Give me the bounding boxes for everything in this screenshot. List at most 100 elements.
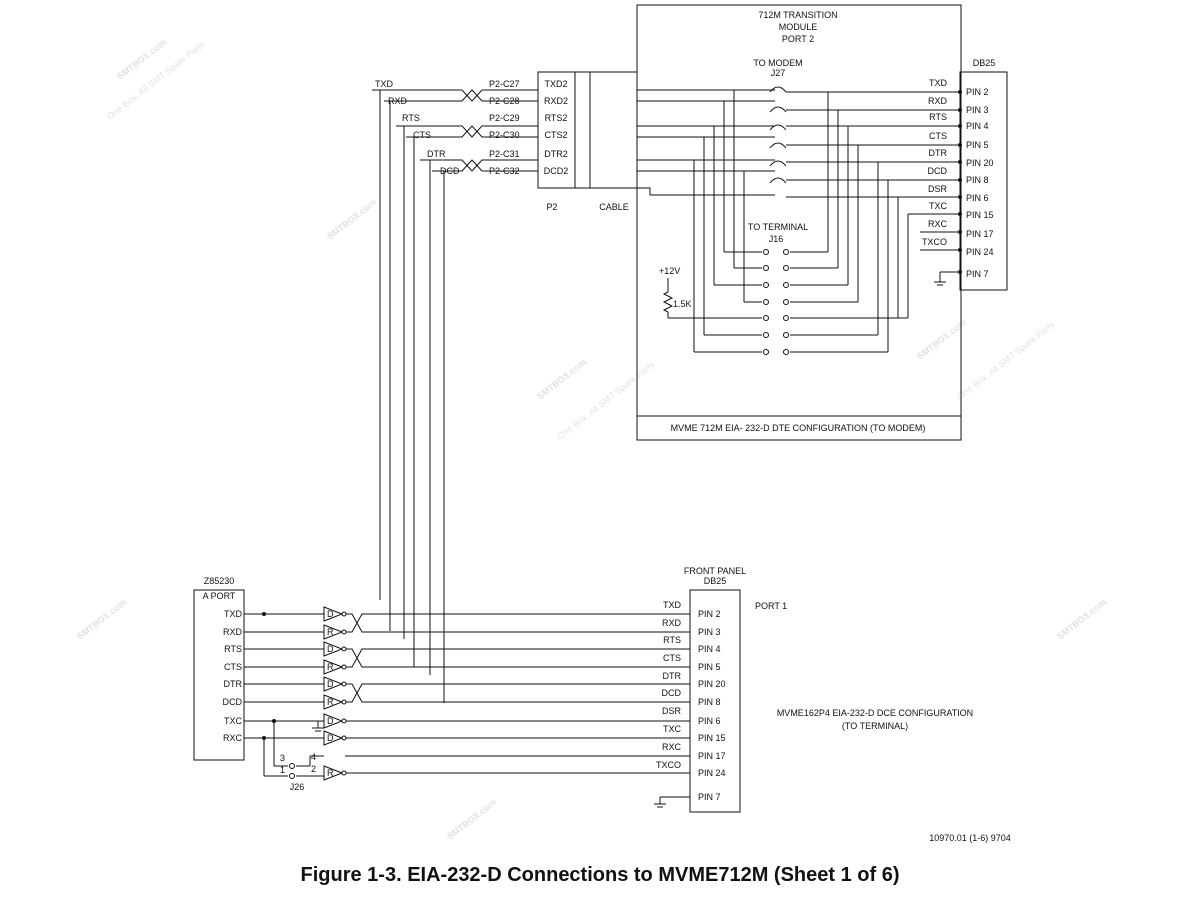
watermark-text: SMTBOX.com — [1055, 597, 1108, 642]
line-driver: R — [323, 694, 347, 710]
cable-block — [589, 71, 638, 189]
zport-signal: DCD — [223, 697, 243, 707]
p2-box-signal: DCD2 — [544, 166, 569, 176]
zport-signal: CTS — [224, 662, 242, 672]
v12-label: +12V — [659, 266, 680, 276]
driver-letter: R — [327, 662, 334, 672]
zport-signal: RXD — [223, 627, 243, 637]
zport-chip-label: Z85230 — [204, 576, 235, 586]
front-panel-title-2: DB25 — [704, 576, 727, 586]
watermark-text: SMTBOX.com — [915, 317, 968, 362]
front-panel-pin: PIN 6 — [698, 716, 721, 726]
front-panel-signal: RXD — [662, 618, 682, 628]
driver-letter: R — [327, 768, 334, 778]
p2-pin: P2-C29 — [489, 113, 520, 123]
j26-pin-1: 1 — [280, 765, 285, 775]
db25-top-pin: PIN 20 — [966, 158, 994, 168]
db25-top-pin: PIN 4 — [966, 121, 989, 131]
front-panel-pin: PIN 7 — [698, 792, 721, 802]
p2-left-signal: DCD — [440, 166, 460, 176]
driver-letter: D — [327, 733, 334, 743]
front-panel-title-1: FRONT PANEL — [684, 566, 746, 576]
driver-letter: R — [327, 697, 334, 707]
front-panel-signal: CTS — [663, 653, 681, 663]
front-panel-pin: PIN 5 — [698, 662, 721, 672]
db25-front-box — [689, 589, 741, 813]
zport-signal: TXC — [224, 716, 243, 726]
zport-title: A PORT — [203, 591, 236, 601]
db25-top-pin: PIN 3 — [966, 105, 989, 115]
resistor-label: 1.5K — [673, 299, 692, 309]
front-panel-pin: PIN 17 — [698, 751, 726, 761]
driver-letter: D — [327, 679, 334, 689]
module-title-3: PORT 2 — [782, 34, 814, 44]
db25-top-pin: PIN 2 — [966, 87, 989, 97]
front-panel-pin: PIN 20 — [698, 679, 726, 689]
front-panel-pin: PIN 3 — [698, 627, 721, 637]
transition-module-box — [636, 4, 962, 441]
watermark-tagline: One Box, All SMT Spare Parts — [955, 319, 1057, 402]
p2-left-signal: TXD — [375, 79, 394, 89]
db25-top-signal: TXC — [929, 201, 948, 211]
jumper-contacts — [289, 249, 789, 779]
line-driver: D — [323, 606, 347, 622]
j26-pin-3: 3 — [280, 753, 285, 763]
p2-box-signal: RXD2 — [544, 96, 568, 106]
p2-left-signal: RXD — [388, 96, 408, 106]
db25-top-pin: PIN 15 — [966, 210, 994, 220]
front-panel-signal: RXC — [662, 742, 682, 752]
p2-box-signal: DTR2 — [544, 149, 568, 159]
line-driver: R — [323, 659, 347, 675]
cable-label: CABLE — [599, 202, 629, 212]
db25-top-pin: PIN 24 — [966, 247, 994, 257]
j26-pin-4: 4 — [311, 752, 316, 762]
line-driver: D — [323, 641, 347, 657]
p2-box-signal: CTS2 — [544, 130, 567, 140]
module-title-1: 712M TRANSITION — [758, 10, 837, 20]
line-driver: D — [323, 713, 347, 729]
db25-top-signal: TXCO — [922, 237, 947, 247]
document-number: 10970.01 (1-6) 9704 — [929, 833, 1011, 843]
db25-top-signal: CTS — [929, 131, 947, 141]
figure-caption: Figure 1-3. EIA-232-D Connections to MVM… — [300, 864, 900, 886]
front-panel-signal: DTR — [663, 671, 682, 681]
db25-top-pin: PIN 7 — [966, 269, 989, 279]
to-modem-label: TO MODEM — [753, 58, 802, 68]
p2-pin: P2-C27 — [489, 79, 520, 89]
dce-config-line-2: (TO TERMINAL) — [842, 721, 908, 731]
p2-left-signal: DTR — [427, 149, 446, 159]
module-config-caption: MVME 712M EIA- 232-D DTE CONFIGURATION (… — [671, 423, 926, 433]
db25-top-signal: TXD — [929, 78, 948, 88]
db25-top-signal: RTS — [929, 112, 947, 122]
zport-signal: RTS — [224, 644, 242, 654]
to-terminal-label: TO TERMINAL — [748, 222, 808, 232]
db25-top-pin: PIN 5 — [966, 140, 989, 150]
line-driver: D — [323, 730, 347, 746]
db25-top-signal: DTR — [929, 148, 948, 158]
p2-pin: P2-C31 — [489, 149, 520, 159]
watermark-text: SMTBOX.com — [325, 197, 378, 242]
front-panel-signal: TXC — [663, 724, 682, 734]
p2-box — [537, 71, 576, 189]
db25-top-pin: PIN 8 — [966, 175, 989, 185]
watermark-text: SMTBOX.com — [75, 597, 128, 642]
db25-top-signal: RXC — [928, 219, 948, 229]
db25-top-title: DB25 — [973, 58, 996, 68]
db25-top-pin: PIN 17 — [966, 229, 994, 239]
front-panel-signal: TXCO — [656, 760, 681, 770]
module-title-2: MODULE — [779, 22, 818, 32]
db25-top-signal: DCD — [928, 166, 948, 176]
front-panel-signal: DCD — [662, 688, 682, 698]
p2-pin: P2-C30 — [489, 130, 520, 140]
front-panel-signal: TXD — [663, 600, 682, 610]
line-driver: R — [323, 624, 347, 640]
zport-signal: TXD — [224, 609, 243, 619]
front-panel-pin: PIN 15 — [698, 733, 726, 743]
